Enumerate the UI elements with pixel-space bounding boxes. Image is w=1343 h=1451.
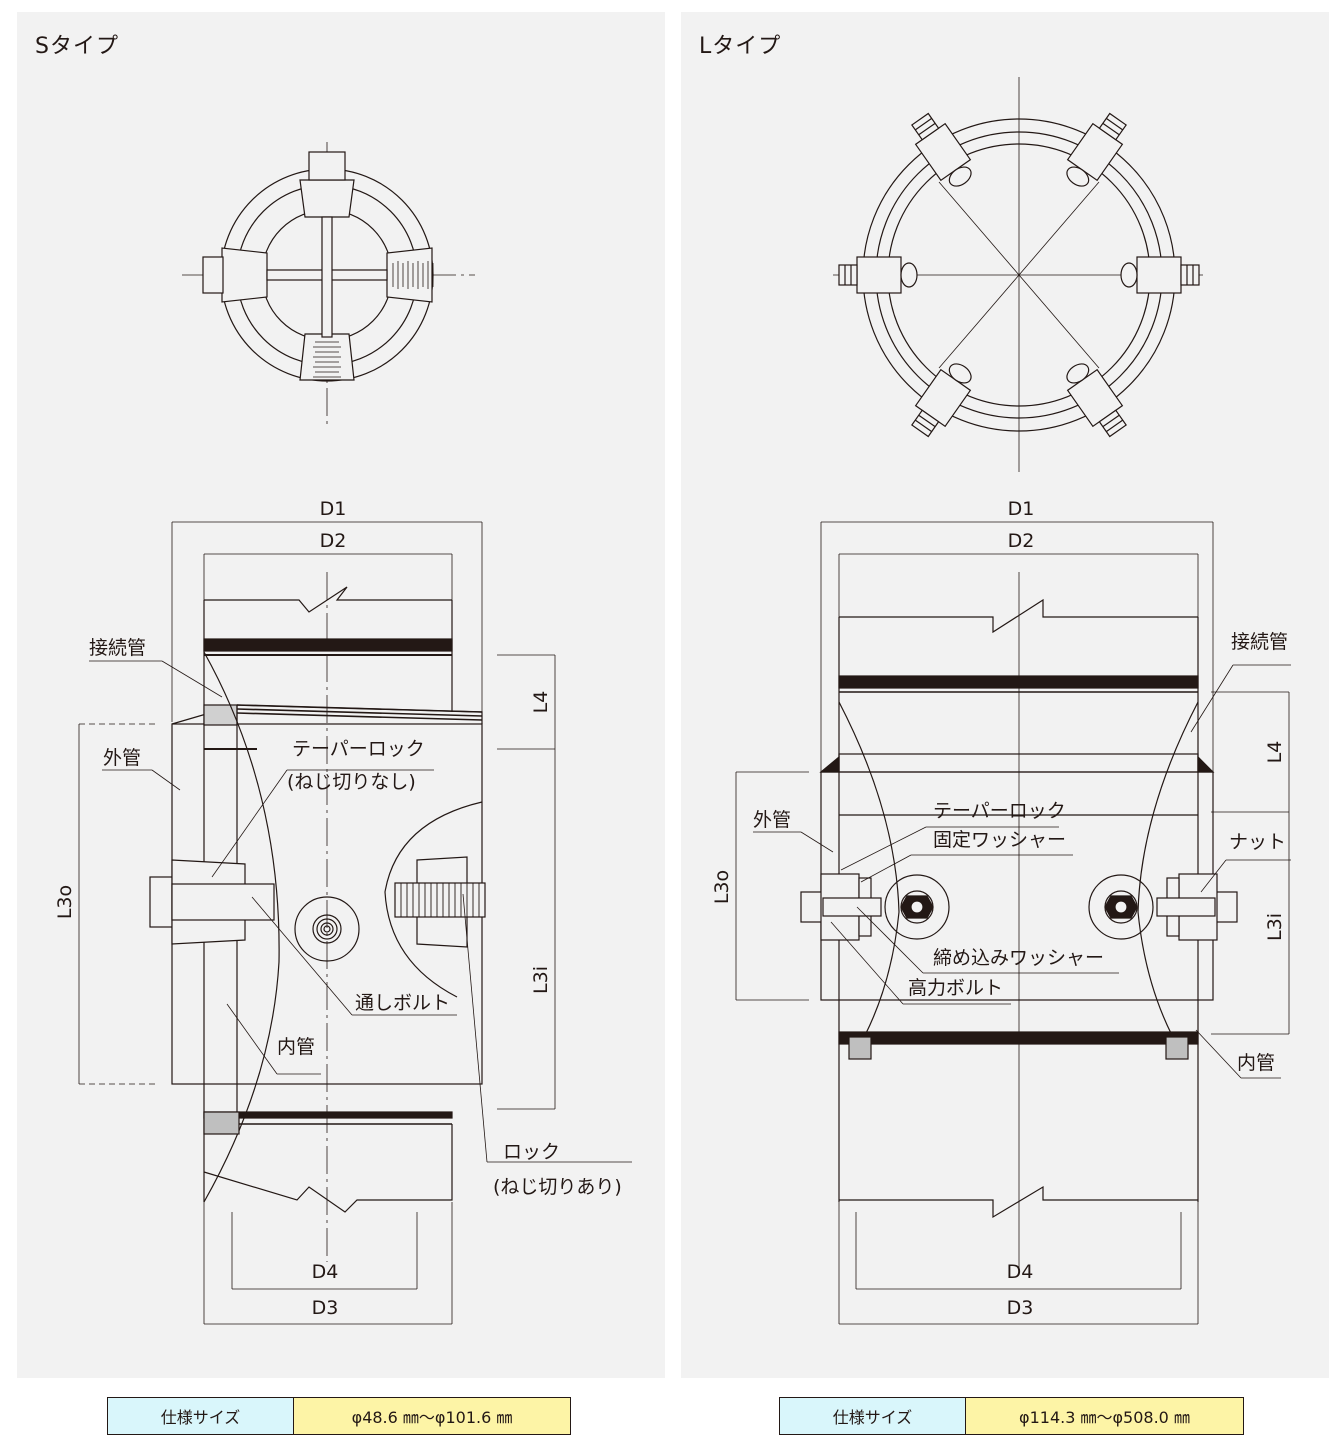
dim-l3i: L3i	[1264, 913, 1286, 941]
panel-title: Lタイプ	[699, 34, 782, 59]
dim-d2: D2	[1008, 530, 1035, 552]
s-type-drawing: D1 D2 D4 D3 L4 L3i L3o 接続管 外管 テーパーロック (ね…	[54, 142, 632, 1325]
dim-l4: L4	[1264, 741, 1286, 764]
l-type-spec-table: 仕様サイズ φ114.3 ㎜〜φ508.0 ㎜	[779, 1397, 1244, 1435]
dim-l3o: L3o	[711, 870, 733, 904]
label-taper-lock: テーパーロック	[292, 738, 425, 760]
bolt-assemblies	[838, 112, 1200, 438]
dim-d4: D4	[312, 1261, 339, 1283]
spec-size-value: φ114.3 ㎜〜φ508.0 ㎜	[966, 1398, 1243, 1434]
label-outer-pipe: 外管	[103, 747, 141, 769]
label-connecting-pipe: 接続管	[1231, 631, 1288, 653]
label-connecting-pipe: 接続管	[89, 637, 146, 659]
l-type-elevation	[735, 521, 1291, 1325]
dim-d1: D1	[1008, 498, 1035, 520]
spec-size-label: 仕様サイズ	[108, 1398, 294, 1434]
dim-d3: D3	[1007, 1297, 1034, 1319]
label-taper-lock: テーパーロック	[933, 800, 1066, 822]
label-inner-pipe: 内管	[277, 1036, 315, 1058]
label-lock-note: (ねじ切りあり)	[493, 1176, 622, 1198]
s-type-elevation	[78, 521, 632, 1325]
dim-l4: L4	[530, 691, 552, 714]
l-type-drawing: D1 D2 D4 D3 L4 L3i L3o 接続管 外管 テーパーロック 固定…	[711, 77, 1291, 1325]
label-outer-pipe: 外管	[753, 809, 791, 831]
label-taper-lock-note: (ねじ切りなし)	[287, 771, 416, 793]
l-type-top-view	[833, 77, 1203, 472]
spec-size-label: 仕様サイズ	[780, 1398, 966, 1434]
label-high-strength-bolt: 高力ボルト	[908, 977, 1003, 999]
dim-d1: D1	[320, 498, 347, 520]
label-inner-pipe: 内管	[1237, 1052, 1275, 1074]
label-fixed-washer: 固定ワッシャー	[933, 829, 1066, 851]
s-type-top-view	[182, 142, 475, 424]
label-through-bolt: 通しボルト	[355, 992, 450, 1014]
dim-l3i: L3i	[530, 966, 552, 994]
spec-size-value: φ48.6 ㎜〜φ101.6 ㎜	[294, 1398, 570, 1434]
dim-l3o: L3o	[54, 885, 76, 919]
dim-d2: D2	[320, 530, 347, 552]
dim-d3: D3	[312, 1297, 339, 1319]
label-nut: ナット	[1229, 831, 1286, 853]
s-type-spec-table: 仕様サイズ φ48.6 ㎜〜φ101.6 ㎜	[107, 1397, 571, 1435]
s-type-panel: Sタイプ	[17, 12, 665, 1378]
label-lock: ロック	[503, 1141, 560, 1163]
label-tightening-washer: 締め込みワッシャー	[933, 947, 1104, 969]
panel-title: Sタイプ	[35, 34, 119, 59]
dim-d4: D4	[1007, 1261, 1034, 1283]
l-type-panel: Lタイプ	[681, 12, 1329, 1378]
